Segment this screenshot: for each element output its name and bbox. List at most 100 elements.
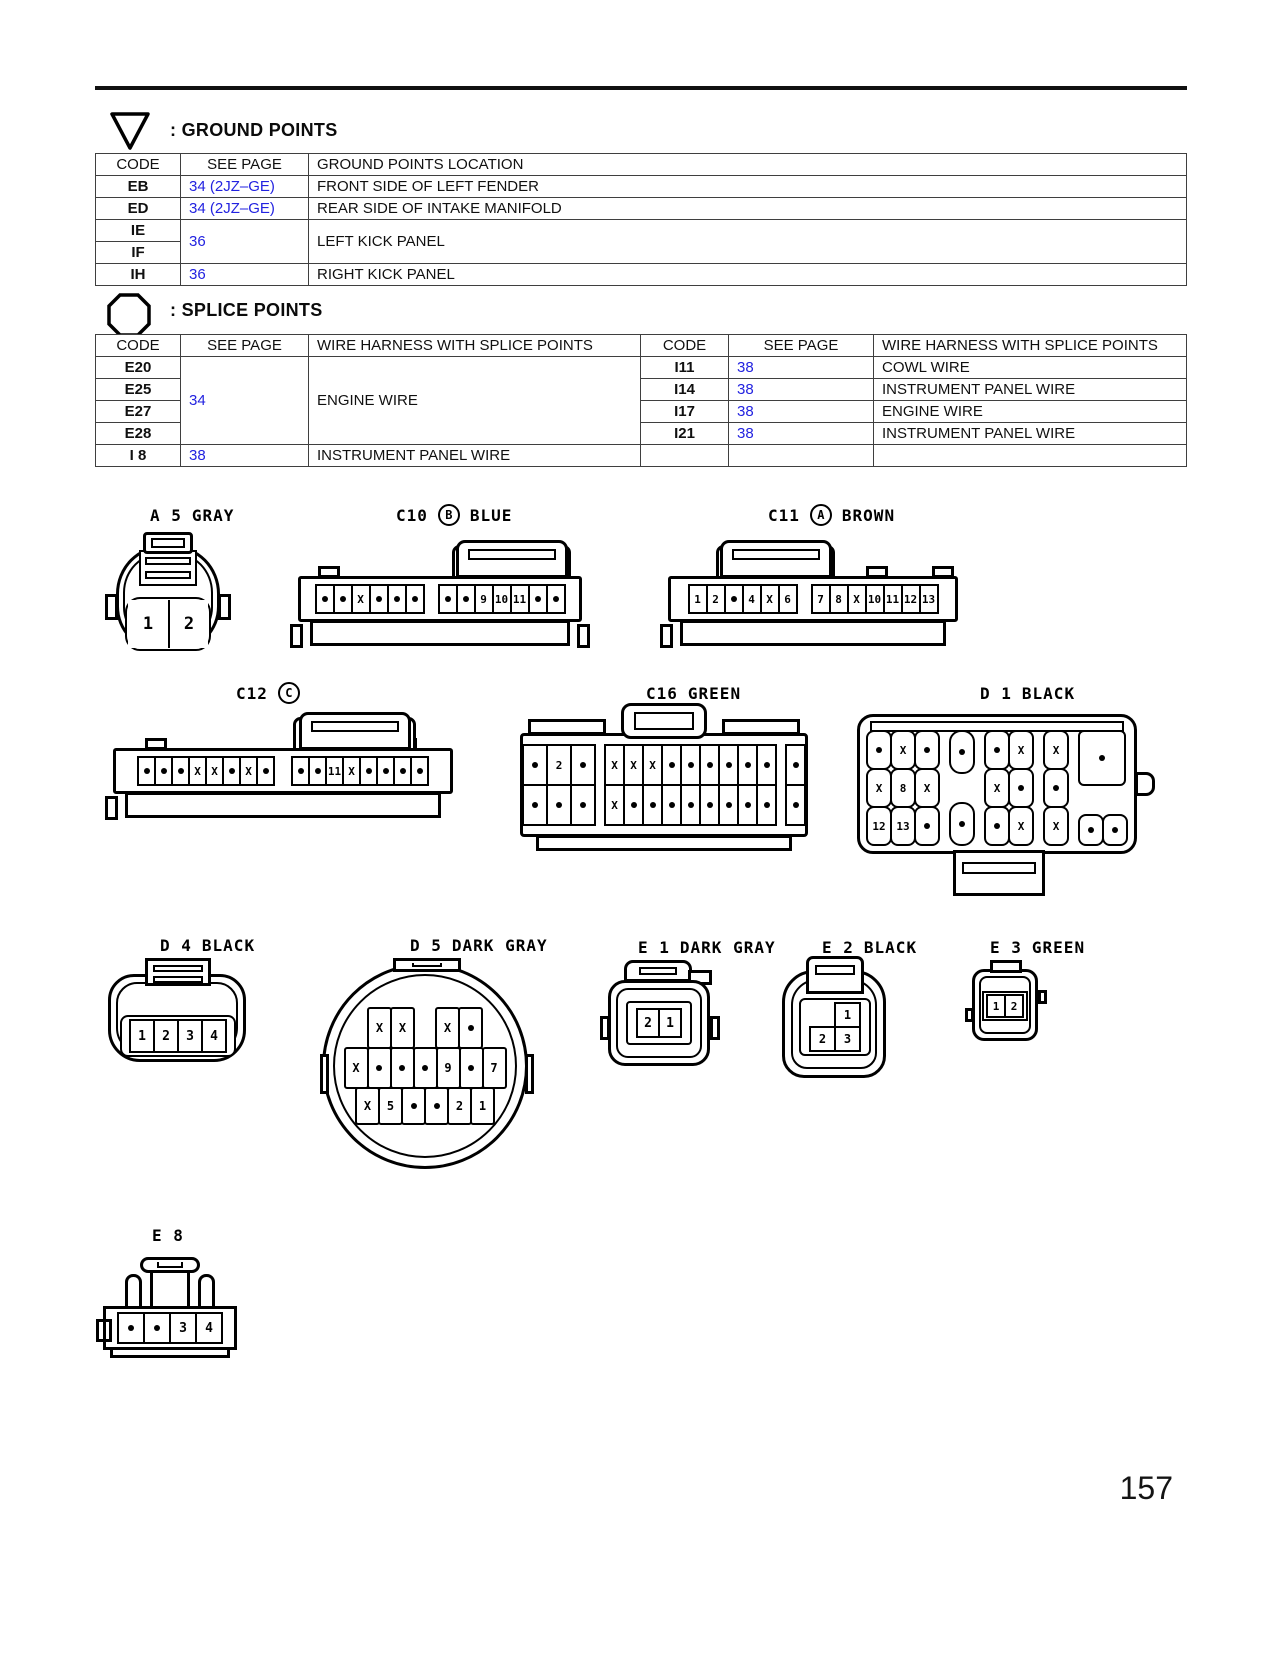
pin-cell: 11 (509, 584, 530, 614)
splice-code-i17: I17 (640, 400, 729, 423)
splice-wire-i8: INSTRUMENT PANEL WIRE (308, 444, 641, 467)
connector-e8-prong (125, 1274, 142, 1310)
connector-d5-side-tab (320, 1054, 329, 1094)
pin-cell (404, 584, 425, 614)
pin-cell (522, 784, 548, 826)
pin-cell: X (984, 768, 1010, 808)
splice-wire-i17: ENGINE WIRE (873, 400, 1187, 423)
pin-cell: 9 (473, 584, 494, 614)
connector-c11-base (680, 620, 946, 646)
connector-c16-latch (621, 703, 707, 739)
pin-cell: X (642, 744, 663, 786)
pin-cell (718, 784, 739, 826)
pin-cell: X (343, 1047, 369, 1089)
pin-cell: 2 (153, 1019, 179, 1053)
page-link[interactable]: 38 (737, 381, 754, 398)
ground-header-location: GROUND POINTS LOCATION (308, 153, 1187, 176)
ground-points-table: CODE SEE PAGE GROUND POINTS LOCATION EB … (95, 153, 1187, 286)
pin-cell (623, 784, 644, 826)
ground-points-triangle-icon (108, 110, 152, 157)
pin-cell (1078, 730, 1126, 786)
splice-code-i21: I21 (640, 422, 729, 445)
pin-cell: 2 (168, 600, 208, 648)
empty-cell (728, 444, 874, 467)
pin-cell (256, 756, 275, 786)
pin-cell: 10 (864, 584, 885, 614)
splice-header-page-r: SEE PAGE (728, 334, 874, 357)
page-link[interactable]: 36 (189, 266, 206, 283)
table-row: IE 36 LEFT KICK PANEL (95, 219, 1187, 264)
ground-points-title: : GROUND POINTS (170, 120, 338, 140)
pin-cell: 1 (470, 1087, 495, 1125)
splice-wire-i21: INSTRUMENT PANEL WIRE (873, 422, 1187, 445)
connector-e1-ear (600, 1016, 610, 1040)
pin-cell (437, 584, 458, 614)
pin-cell (949, 730, 975, 774)
connector-a5-ear (105, 594, 118, 620)
pin-cell: 2 (546, 744, 572, 786)
table-row: ED 34 (2JZ–GE) REAR SIDE OF INTAKE MANIF… (95, 197, 1187, 220)
pin-cell (785, 784, 806, 826)
page-link[interactable]: 38 (737, 425, 754, 442)
pin-cell: X (1008, 730, 1034, 770)
pin-cell (661, 744, 682, 786)
connector-e3-side-tab (965, 1008, 974, 1022)
pin-cell: 1 (128, 600, 168, 648)
connector-e8-latch (140, 1257, 200, 1310)
page-link[interactable]: 38 (737, 359, 754, 376)
splice-code-e20: E20 (95, 356, 181, 379)
pin-cell: 13 (918, 584, 939, 614)
pin-cell: X (435, 1007, 460, 1049)
connector-e8-prong (198, 1274, 215, 1310)
pin-cell: X (1043, 806, 1069, 846)
pin-cell (699, 744, 720, 786)
pin-cell (866, 730, 892, 770)
page-link[interactable]: 34 (2JZ–GE) (189, 178, 275, 195)
ground-loc-eb: FRONT SIDE OF LEFT FENDER (308, 175, 1187, 198)
pin-cell (137, 756, 156, 786)
pin-cell: 1 (986, 994, 1006, 1018)
pin-cell (737, 784, 758, 826)
pin-cell (1043, 768, 1069, 808)
page-link[interactable]: 34 (2JZ–GE) (189, 200, 275, 217)
ground-loc-ie-if: LEFT KICK PANEL (308, 219, 1187, 264)
page-link[interactable]: 34 (189, 392, 206, 409)
connector-c12-ear (105, 796, 118, 820)
pin-cell: 2 (705, 584, 726, 614)
connector-c10-ear (290, 624, 303, 648)
connector-d5-notch (393, 958, 461, 972)
pin-cell: X (1043, 730, 1069, 770)
splice-code-i11: I11 (640, 356, 729, 379)
page-link[interactable]: 38 (189, 447, 206, 464)
pin-cell: 11 (325, 756, 344, 786)
pin-cell (661, 784, 682, 826)
splice-code-i8: I 8 (95, 444, 181, 467)
pin-cell (809, 1002, 836, 1028)
connector-e3-top-tab (990, 960, 1022, 973)
splice-wire-i14: INSTRUMENT PANEL WIRE (873, 378, 1187, 401)
pin-cell (546, 784, 572, 826)
pin-cell: 3 (169, 1312, 197, 1344)
pin-cell (389, 1047, 415, 1089)
connector-e2-latch (806, 956, 864, 994)
ground-code-ih: IH (95, 263, 181, 286)
pin-cell (984, 806, 1010, 846)
page-link[interactable]: 36 (189, 233, 206, 250)
pin-cell (401, 1087, 426, 1125)
page-link[interactable]: 38 (737, 403, 754, 420)
pin-cell: X (604, 744, 625, 786)
